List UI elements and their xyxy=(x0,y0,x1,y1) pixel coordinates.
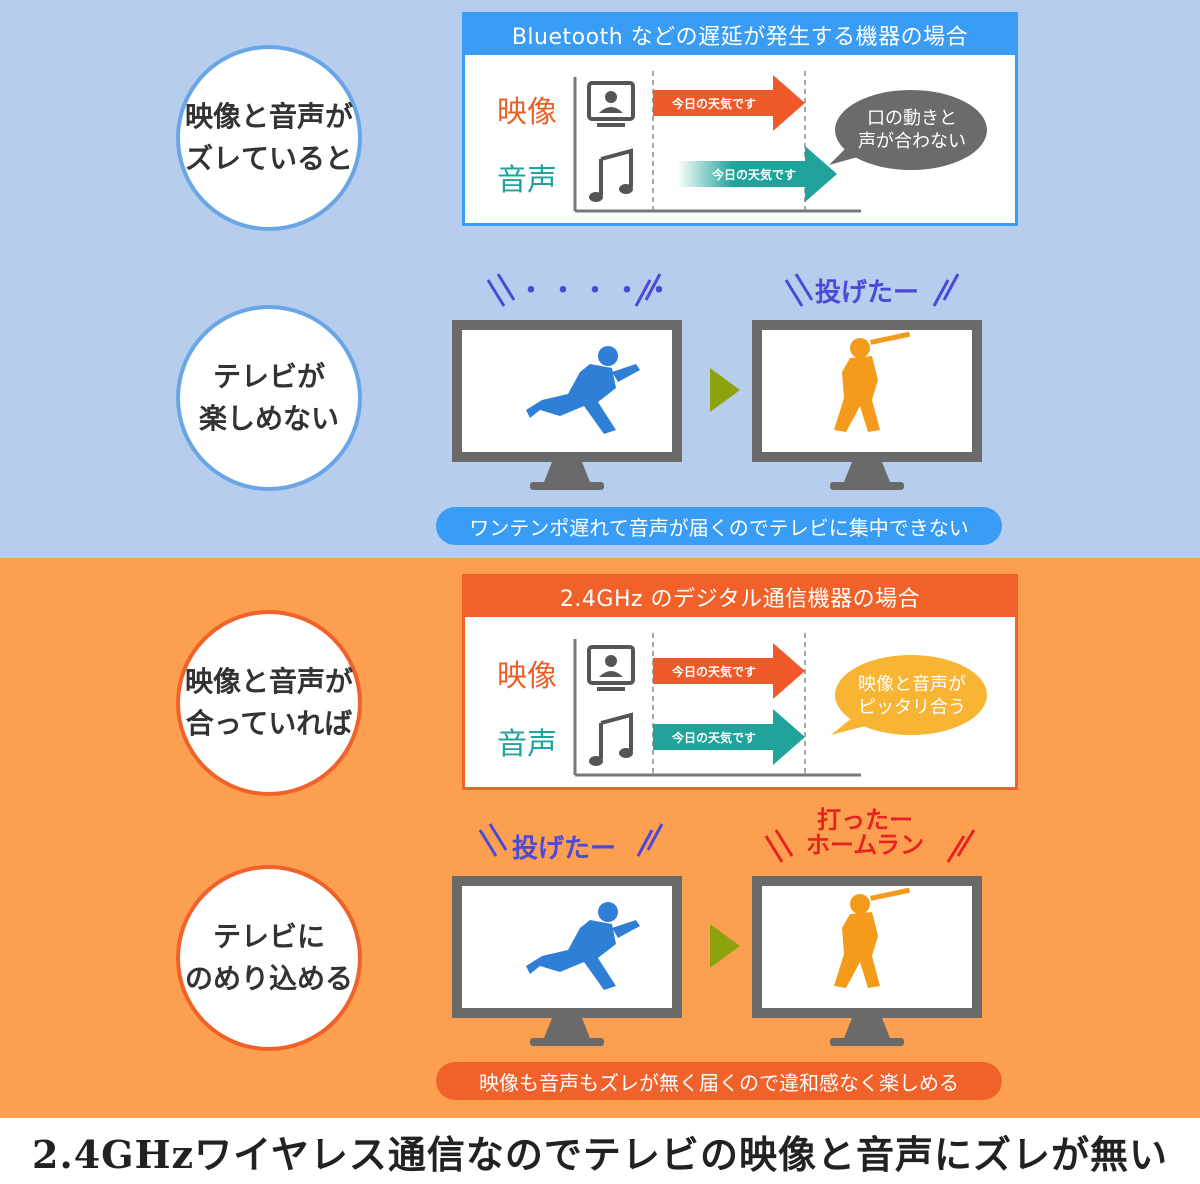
tv-left xyxy=(452,320,682,490)
audio-label: 音声 xyxy=(497,727,557,762)
video-arrow xyxy=(653,75,805,131)
tv-comparison-bottom xyxy=(452,823,982,1046)
audio-arrow-text: 今日の天気です xyxy=(671,730,756,745)
pitcher-silhouette xyxy=(526,346,640,434)
play-arrow-icon xyxy=(710,368,740,412)
tv-comparison-top xyxy=(452,273,982,490)
audio-arrow xyxy=(677,146,837,202)
box-header: 2.4GHz のデジタル通信機器の場合 xyxy=(465,577,1015,617)
page-caption: 2.4GHzワイヤレス通信なのでテレビの映像と音声にズレが無い xyxy=(32,1131,1168,1177)
circle-out-of-sync: 映像と音声が ズレていると xyxy=(176,45,362,231)
pitcher-silhouette xyxy=(526,902,640,990)
circle-label: 映像と音声が ズレていると xyxy=(184,100,353,175)
bubble-text: 映像と音声が ピッタリ合う xyxy=(858,674,966,719)
batter-silhouette xyxy=(834,331,911,432)
diagram-box-bluetooth: Bluetooth などの遅延が発生する機器の場合 映像 音声 xyxy=(462,12,1018,226)
exclaim-threw: 投げたー xyxy=(512,834,617,864)
exclaim-dots: ・・・・・ xyxy=(518,276,679,306)
play-arrow-icon xyxy=(710,924,740,968)
pill-message: 映像も音声もズレが無く届くので違和感なく楽しめる xyxy=(436,1062,1002,1100)
video-label: 映像 xyxy=(497,659,557,694)
circle-label: テレビに のめり込める xyxy=(184,920,353,995)
music-note-icon xyxy=(589,148,633,202)
tv-person-icon xyxy=(587,81,635,127)
exclaim-homerun: 打ったー ホームラン xyxy=(805,806,925,860)
speech-bubble xyxy=(831,655,987,735)
video-arrow-text: 今日の天気です xyxy=(671,96,756,111)
timeline-diagram xyxy=(573,71,987,213)
timeline-diagram xyxy=(573,633,987,777)
tv-person-icon xyxy=(587,645,635,691)
emphasis-lines-right xyxy=(784,273,960,307)
emphasis-lines-right xyxy=(764,829,976,863)
bubble-text: 口の動きと 声が合わない xyxy=(858,108,966,153)
circle-label: テレビが 楽しめない xyxy=(198,360,339,435)
box-header: Bluetooth などの遅延が発生する機器の場合 xyxy=(465,15,1015,55)
diagram-box-digital: 2.4GHz のデジタル通信機器の場合 映像 音声 今日の天気です 今日の天気で… xyxy=(462,574,1018,790)
circle-cannot-enjoy: テレビが 楽しめない xyxy=(176,305,362,491)
circle-immersed: テレビに のめり込める xyxy=(176,865,362,1051)
music-note-icon xyxy=(589,712,633,766)
audio-arrow-text: 今日の天気です xyxy=(711,167,796,182)
emphasis-lines-left xyxy=(478,823,664,857)
emphasis-lines-left xyxy=(486,273,662,307)
exclaim-threw: 投げたー xyxy=(815,278,920,308)
audio-arrow xyxy=(653,709,805,765)
video-arrow xyxy=(653,643,805,699)
circle-label: 映像と音声が 合っていれば xyxy=(184,665,353,740)
speech-bubble xyxy=(829,90,987,170)
video-label: 映像 xyxy=(497,95,557,130)
caption-band xyxy=(0,1118,1200,1184)
tv-left xyxy=(452,876,682,1046)
circle-in-sync: 映像と音声が 合っていれば xyxy=(176,610,362,796)
batter-silhouette xyxy=(834,887,911,988)
audio-label: 音声 xyxy=(497,163,557,198)
video-arrow-text: 今日の天気です xyxy=(671,664,756,679)
pill-message: ワンテンポ遅れて音声が届くのでテレビに集中できない xyxy=(436,507,1002,545)
